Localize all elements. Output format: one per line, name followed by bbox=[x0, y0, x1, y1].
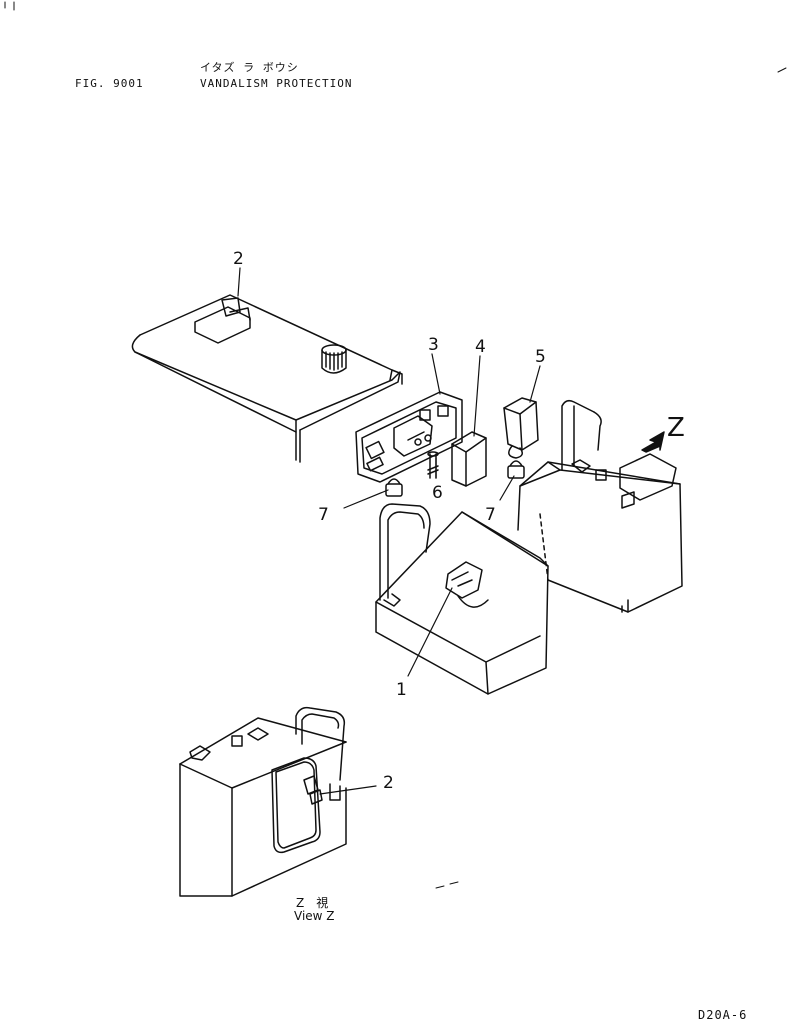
switch-cover-part-4 bbox=[451, 431, 487, 487]
view-label: View Z bbox=[294, 909, 335, 923]
callout-4: 4 bbox=[475, 337, 486, 357]
view-z-tank bbox=[179, 706, 347, 897]
callout-5: 5 bbox=[535, 347, 546, 367]
instrument-panel-cover bbox=[355, 391, 463, 483]
title-japanese: イタズ ラ ボウシ bbox=[200, 61, 299, 74]
padlock-left bbox=[385, 478, 403, 497]
callout-1: 1 bbox=[396, 680, 407, 700]
callout-2-view: 2 bbox=[383, 773, 394, 793]
callout-7-right: 7 bbox=[485, 505, 496, 525]
page-code: D20A-6 bbox=[698, 1008, 748, 1022]
front-tank bbox=[375, 503, 549, 695]
view-direction-arrow bbox=[641, 431, 665, 453]
engine-hood-cover bbox=[131, 294, 403, 463]
figure-number: FIG. 9001 bbox=[75, 77, 144, 90]
callout-3: 3 bbox=[428, 335, 439, 355]
view-z-marker: Z bbox=[667, 413, 685, 443]
callout-2-top: 2 bbox=[233, 249, 244, 269]
cover-hatch-lock bbox=[194, 297, 251, 344]
view-label-japanese: Z 視 bbox=[296, 896, 329, 910]
scan-marks bbox=[4, 1, 787, 889]
leader-lines bbox=[237, 267, 541, 795]
padlock-right bbox=[507, 460, 525, 479]
callout-6: 6 bbox=[432, 483, 443, 503]
figure-title: VANDALISM PROTECTION bbox=[200, 77, 353, 90]
filler-cap bbox=[321, 344, 347, 374]
callout-7-left: 7 bbox=[318, 505, 329, 525]
bracket-cover-part-5 bbox=[503, 397, 539, 459]
rear-tank bbox=[517, 399, 683, 613]
